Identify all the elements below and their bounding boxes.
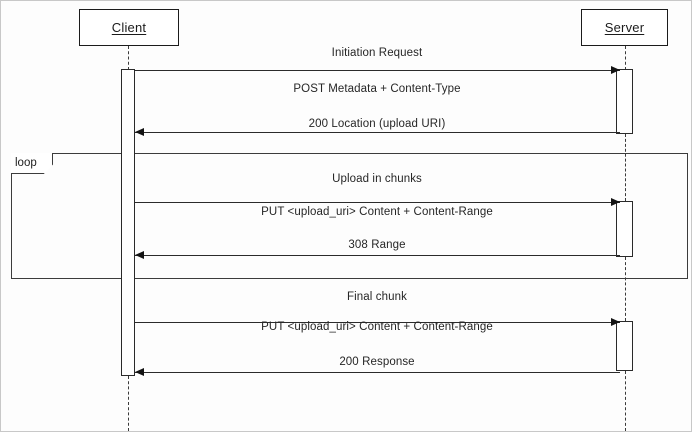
loop-fragment[interactable]	[11, 153, 688, 279]
activation-bar-client	[121, 69, 135, 376]
participant-box-server[interactable]: Server	[581, 9, 668, 46]
message-line-final-request[interactable]	[135, 322, 620, 323]
message-line-final-response[interactable]	[135, 372, 620, 373]
message-label-chunk-response: 308 Range	[348, 239, 406, 251]
message-line-initiation-request[interactable]	[135, 70, 620, 71]
arrowhead-final-response	[135, 367, 144, 376]
lifeline-client-top	[128, 46, 129, 70]
activation-bar-server-final	[616, 321, 633, 371]
message-line-initiation-response[interactable]	[135, 132, 620, 133]
message-label-final-request: PUT <upload_uri> Content + Content-Range	[261, 321, 493, 333]
message-line-chunk-response[interactable]	[135, 255, 620, 256]
arrowhead-initiation-response	[135, 127, 144, 136]
lifeline-server-seg-2	[625, 134, 626, 201]
arrowhead-chunk-response	[135, 250, 144, 259]
message-line-chunk-request[interactable]	[135, 202, 620, 203]
loop-fragment-label: loop	[15, 157, 37, 169]
message-label-initiation-request: POST Metadata + Content-Type	[293, 83, 461, 95]
activation-bar-server-chunk	[616, 201, 633, 257]
arrowhead-initiation-request	[611, 65, 620, 74]
arrowhead-chunk-request	[611, 197, 620, 206]
lifeline-server-seg-3	[625, 257, 626, 321]
message-label-initiation-response: 200 Location (upload URI)	[308, 118, 446, 130]
participant-label-client: Client	[111, 20, 147, 35]
message-label-final-response: 200 Response	[339, 356, 415, 368]
loop-fragment-tab: loop	[11, 153, 53, 174]
message-caption-chunk: Upload in chunks	[332, 173, 422, 185]
participant-box-client[interactable]: Client	[79, 9, 179, 46]
lifeline-server-seg-4	[625, 371, 626, 431]
message-caption-final: Final chunk	[347, 291, 407, 303]
message-caption-initiation: Initiation Request	[331, 47, 423, 59]
activation-bar-server-initiation	[616, 69, 633, 134]
lifeline-server-seg-1	[625, 46, 626, 70]
message-label-chunk-request: PUT <upload_uri> Content + Content-Range	[261, 206, 493, 218]
participant-label-server: Server	[604, 20, 645, 35]
arrowhead-final-request	[611, 317, 620, 326]
lifeline-client-bottom	[128, 376, 129, 431]
